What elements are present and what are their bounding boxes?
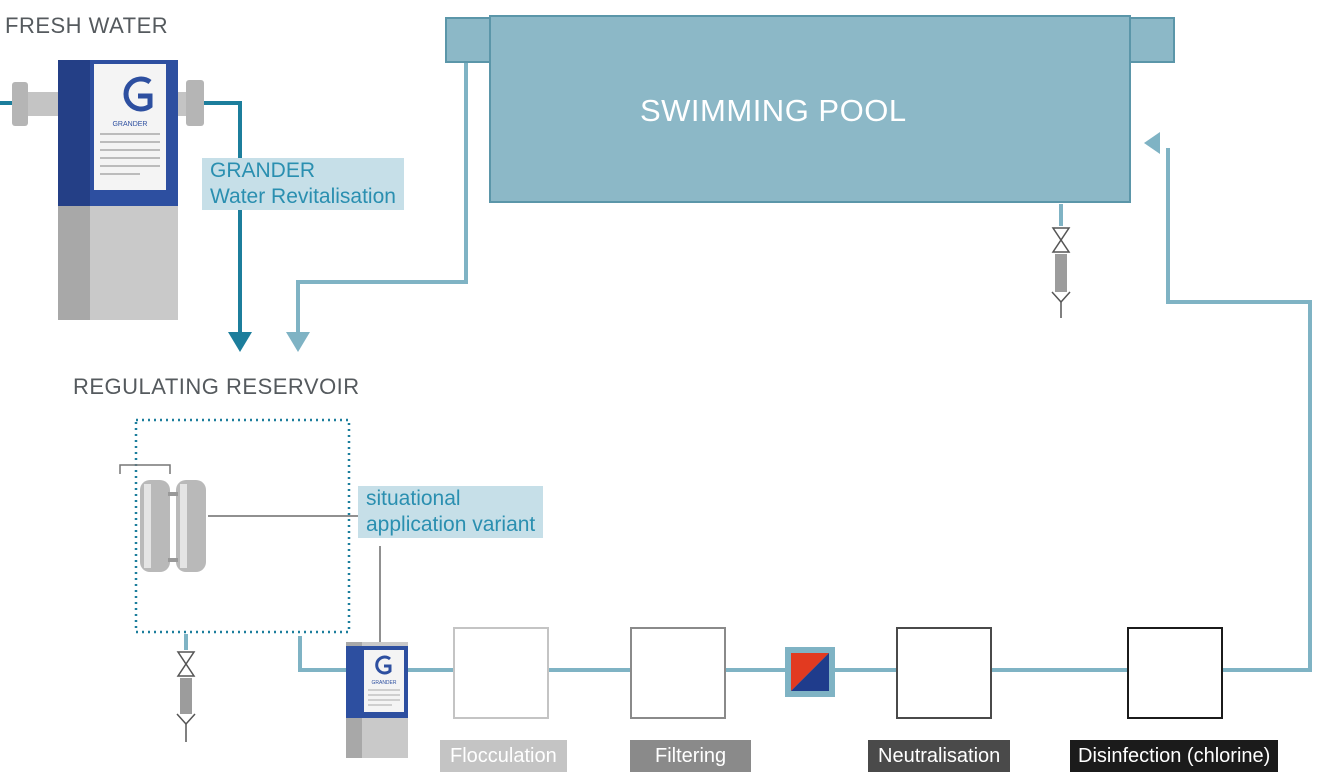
grander-callout: GRANDER Water Revitalisation (202, 158, 404, 210)
step-label-filtering: Filtering (630, 740, 752, 772)
swimming-pool-basin (489, 15, 1131, 203)
disinfection-stage (1127, 627, 1223, 719)
small-device-brand-text: GRANDER (371, 680, 396, 686)
return-arrow-icon (1144, 132, 1160, 154)
pool-ledge-right (1127, 17, 1175, 63)
step-label-disinfection: Disinfection (chlorine) (1070, 740, 1279, 772)
device-brand-text: GRANDER (112, 121, 147, 128)
regulating-reservoir-box (134, 418, 351, 634)
pool-outlet-arrow-icon (286, 332, 310, 352)
step-label-flocculation: Flocculation (440, 740, 567, 772)
reservoir-drain-outlet-icon (176, 713, 196, 742)
pool-drain (1051, 204, 1071, 318)
reservoir-drain-pipe-icon (180, 678, 192, 714)
swimming-pool-label: SWIMMING POOL (640, 93, 907, 128)
pool-outlet-pipe (296, 62, 468, 336)
pool-ledge-left (445, 17, 493, 63)
grander-callout-line-1: GRANDER (210, 159, 316, 182)
double-device-icon (119, 464, 206, 572)
grander-callout-line-2: Water Revitalisation (210, 185, 396, 208)
neutralisation-stage (896, 627, 992, 719)
situational-callout: situational application variant (358, 486, 544, 538)
reservoir-valve-icon (176, 651, 196, 677)
regulating-reservoir-label: REGULATING RESERVOIR (73, 374, 360, 399)
pool-drain-outlet-icon (1051, 291, 1071, 318)
step-label-neutralisation: Neutralisation (868, 740, 1011, 772)
return-pipe (1166, 148, 1312, 672)
reservoir-drain (176, 634, 196, 742)
flocculation-stage (453, 627, 549, 719)
fresh-water-pipe (0, 101, 242, 336)
situational-callout-line-2: application variant (366, 513, 536, 536)
fresh-water-label: FRESH WATER (5, 13, 169, 38)
situational-callout-line-1: situational (366, 487, 461, 510)
pool-drain-pipe-icon (1055, 254, 1067, 292)
heat-exchanger-icon (785, 647, 835, 697)
fresh-water-arrow-icon (228, 332, 252, 352)
pool-valve-icon (1051, 227, 1071, 253)
grander-device-large-icon: GRANDER (12, 60, 204, 320)
grander-device-small-icon: GRANDER (346, 642, 408, 758)
filtering-stage (630, 627, 726, 719)
